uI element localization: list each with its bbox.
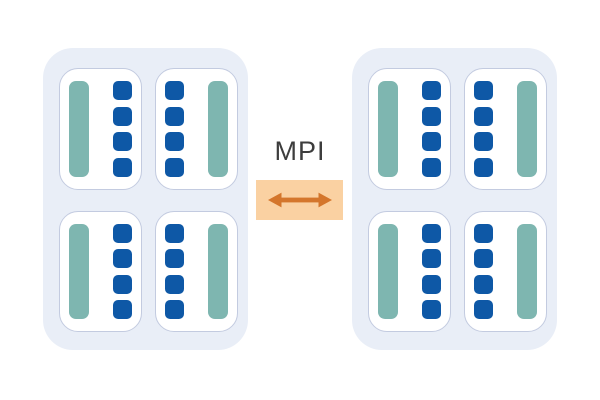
core-square (474, 132, 493, 151)
core-square (474, 81, 493, 100)
core-column (474, 223, 493, 319)
double-arrow-icon (267, 192, 332, 208)
core-square (474, 274, 493, 294)
core-square (422, 249, 441, 268)
mpi-link-box (256, 180, 343, 220)
socket (155, 68, 238, 190)
core-square (474, 223, 493, 243)
core-column (113, 223, 132, 319)
core-column (422, 81, 441, 177)
core-column (165, 81, 184, 177)
memory-bar (208, 81, 228, 177)
core-column (113, 81, 132, 177)
core-square (113, 274, 132, 294)
socket (368, 210, 451, 332)
core-square (165, 132, 184, 151)
compute-node-left (43, 48, 248, 350)
core-square (113, 157, 132, 177)
core-square (422, 81, 441, 100)
core-square (165, 300, 184, 319)
core-square (474, 249, 493, 268)
core-square (422, 274, 441, 294)
core-square (422, 223, 441, 243)
core-square (474, 106, 493, 126)
core-column (422, 223, 441, 319)
core-square (113, 300, 132, 319)
core-square (113, 132, 132, 151)
core-square (474, 300, 493, 319)
core-square (474, 157, 493, 177)
core-square (165, 106, 184, 126)
core-square (422, 300, 441, 319)
socket (368, 68, 451, 190)
socket (155, 210, 238, 332)
core-square (113, 81, 132, 100)
core-square (165, 81, 184, 100)
core-column (165, 223, 184, 319)
core-square (113, 106, 132, 126)
core-square (165, 274, 184, 294)
memory-bar (517, 81, 537, 177)
memory-bar (69, 81, 89, 177)
memory-bar (69, 223, 89, 319)
core-square (422, 132, 441, 151)
core-square (422, 106, 441, 126)
memory-bar (208, 223, 228, 319)
socket (59, 68, 142, 190)
core-square (165, 249, 184, 268)
core-square (113, 223, 132, 243)
socket (59, 210, 142, 332)
core-square (165, 223, 184, 243)
socket (464, 68, 547, 190)
core-square (113, 249, 132, 268)
compute-node-right (352, 48, 557, 350)
core-square (422, 157, 441, 177)
memory-bar (378, 81, 398, 177)
memory-bar (517, 223, 537, 319)
memory-bar (378, 223, 398, 319)
socket (464, 210, 547, 332)
mpi-label: MPI (274, 136, 326, 166)
core-column (474, 81, 493, 177)
core-square (165, 157, 184, 177)
